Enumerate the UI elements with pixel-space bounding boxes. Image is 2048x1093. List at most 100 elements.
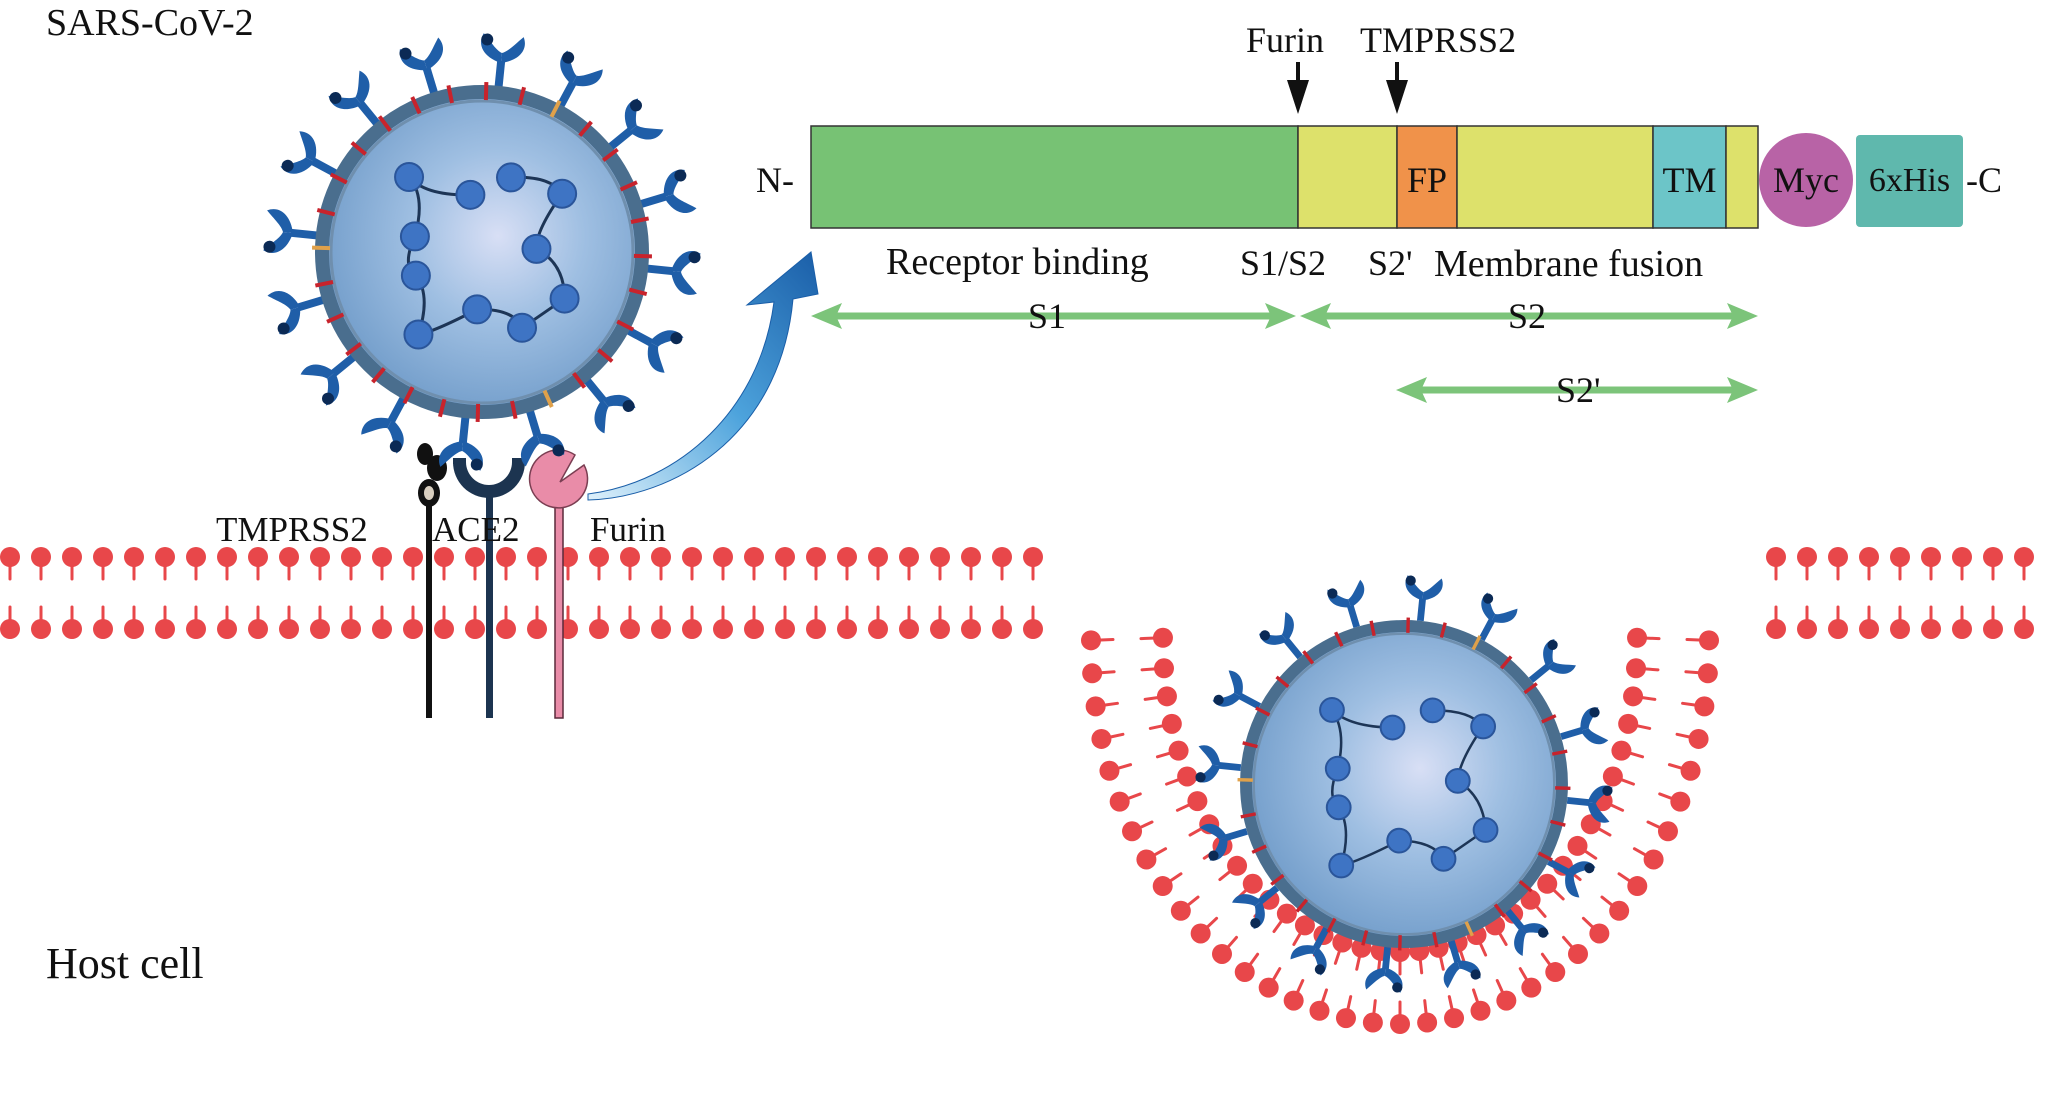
lipid-outer [1520, 969, 1541, 998]
lipid-inner [1177, 791, 1207, 811]
membrane-fusion-label: Membrane fusion [1434, 245, 1703, 283]
host-cell-membrane [0, 547, 2034, 1034]
lipid-outer [1859, 547, 1879, 579]
lipid-inner [1157, 741, 1188, 761]
lipid-outer [1284, 981, 1304, 1011]
lipid-outer [1444, 997, 1464, 1028]
virus-particle-internalized [1195, 575, 1613, 993]
lipid-outer [403, 547, 423, 579]
lipid-outer [217, 547, 237, 579]
tm-domain-label: TM [1653, 162, 1726, 198]
nucleoprotein [395, 163, 423, 191]
lipid-inner [1603, 766, 1634, 786]
lipid-outer [589, 547, 609, 579]
lipid-inner [2014, 607, 2034, 639]
lipid-outer [1983, 547, 2003, 579]
lipid-inner [899, 607, 919, 639]
lipid-outer [186, 547, 206, 579]
lipid-outer [1091, 729, 1123, 749]
nucleoprotein [1329, 854, 1353, 878]
lipid-inner [124, 607, 144, 639]
lipid-outer [1136, 849, 1165, 870]
lipid-inner [961, 607, 981, 639]
lipid-inner [868, 607, 888, 639]
lipid-outer [1417, 1001, 1437, 1033]
lipid-inner [1141, 628, 1173, 648]
lipid-inner [1890, 607, 1910, 639]
lipid-inner [1150, 714, 1182, 734]
lipid-outer [775, 547, 795, 579]
lipid-outer [1564, 937, 1588, 964]
lipid-inner [186, 607, 206, 639]
lipid-outer [1153, 874, 1181, 896]
lipid-inner [434, 607, 454, 639]
lipid-outer [1677, 729, 1709, 749]
nucleoprotein [1432, 847, 1456, 871]
nucleoprotein [551, 285, 579, 313]
lipid-outer [1110, 792, 1141, 812]
lipid-inner [1145, 686, 1177, 706]
lipid-outer [31, 547, 51, 579]
lipid-outer [1921, 547, 1941, 579]
lipid-inner [1952, 607, 1972, 639]
nucleoprotein [1326, 757, 1350, 781]
lipid-inner [1274, 904, 1297, 932]
lipid-outer [1363, 1001, 1383, 1033]
s1s2-site-label: S1/S2 [1240, 245, 1326, 281]
lipid-inner [1766, 607, 1786, 639]
lipid-inner [465, 607, 485, 639]
lipid-outer [899, 547, 919, 579]
lipid-outer [465, 547, 485, 579]
spike-protein [263, 208, 319, 257]
lipid-inner [744, 607, 764, 639]
lipid-outer [93, 547, 113, 579]
tmprss2-receptor-label: TMPRSS2 [216, 512, 368, 547]
lipid-inner [372, 607, 392, 639]
lipid-inner [1627, 628, 1659, 648]
lipid-inner [1828, 607, 1848, 639]
domain-s2-tail [1726, 126, 1758, 228]
lipid-outer [1099, 761, 1130, 781]
lipid-outer [1766, 547, 1786, 579]
lipid-inner [1626, 658, 1658, 678]
lipid-inner [155, 607, 175, 639]
lipid-outer [1259, 969, 1280, 998]
lipid-inner [589, 607, 609, 639]
lipid-inner [496, 607, 516, 639]
lipid-outer [1669, 761, 1700, 781]
nucleoprotein [1387, 829, 1411, 853]
nucleoprotein [401, 222, 429, 250]
lipid-outer [1309, 990, 1329, 1021]
lipid-inner [217, 607, 237, 639]
furin-receptor [530, 450, 588, 718]
lipid-outer [248, 547, 268, 579]
lipid-outer [1660, 792, 1691, 812]
c-terminus-label: -C [1966, 162, 2002, 198]
lipid-inner [248, 607, 268, 639]
lipid-inner [806, 607, 826, 639]
virus-particle-large [263, 33, 701, 471]
lipid-outer [1336, 997, 1356, 1028]
lipid-outer [1797, 547, 1817, 579]
lipid-outer [1082, 663, 1114, 683]
lipid-inner [930, 607, 950, 639]
lipid-inner [1220, 856, 1247, 880]
lipid-outer [434, 547, 454, 579]
nucleoprotein [1474, 818, 1498, 842]
lipid-outer [1496, 981, 1516, 1011]
lipid-outer [341, 547, 361, 579]
spike-protein [477, 33, 526, 89]
lipid-inner [1797, 607, 1817, 639]
lipid-inner [93, 607, 113, 639]
his-tag-label: 6xHis [1856, 164, 1963, 198]
lipid-outer [62, 547, 82, 579]
s2prime-span-label: S2' [1556, 372, 1601, 408]
lipid-outer [682, 547, 702, 579]
lipid-inner [1294, 915, 1315, 944]
lipid-inner [0, 607, 20, 639]
domain-s1-receptor-binding [811, 126, 1298, 228]
lipid-outer [961, 547, 981, 579]
lipid-outer [1687, 630, 1719, 650]
nucleoprotein [508, 314, 536, 342]
lipid-outer [1634, 849, 1663, 870]
